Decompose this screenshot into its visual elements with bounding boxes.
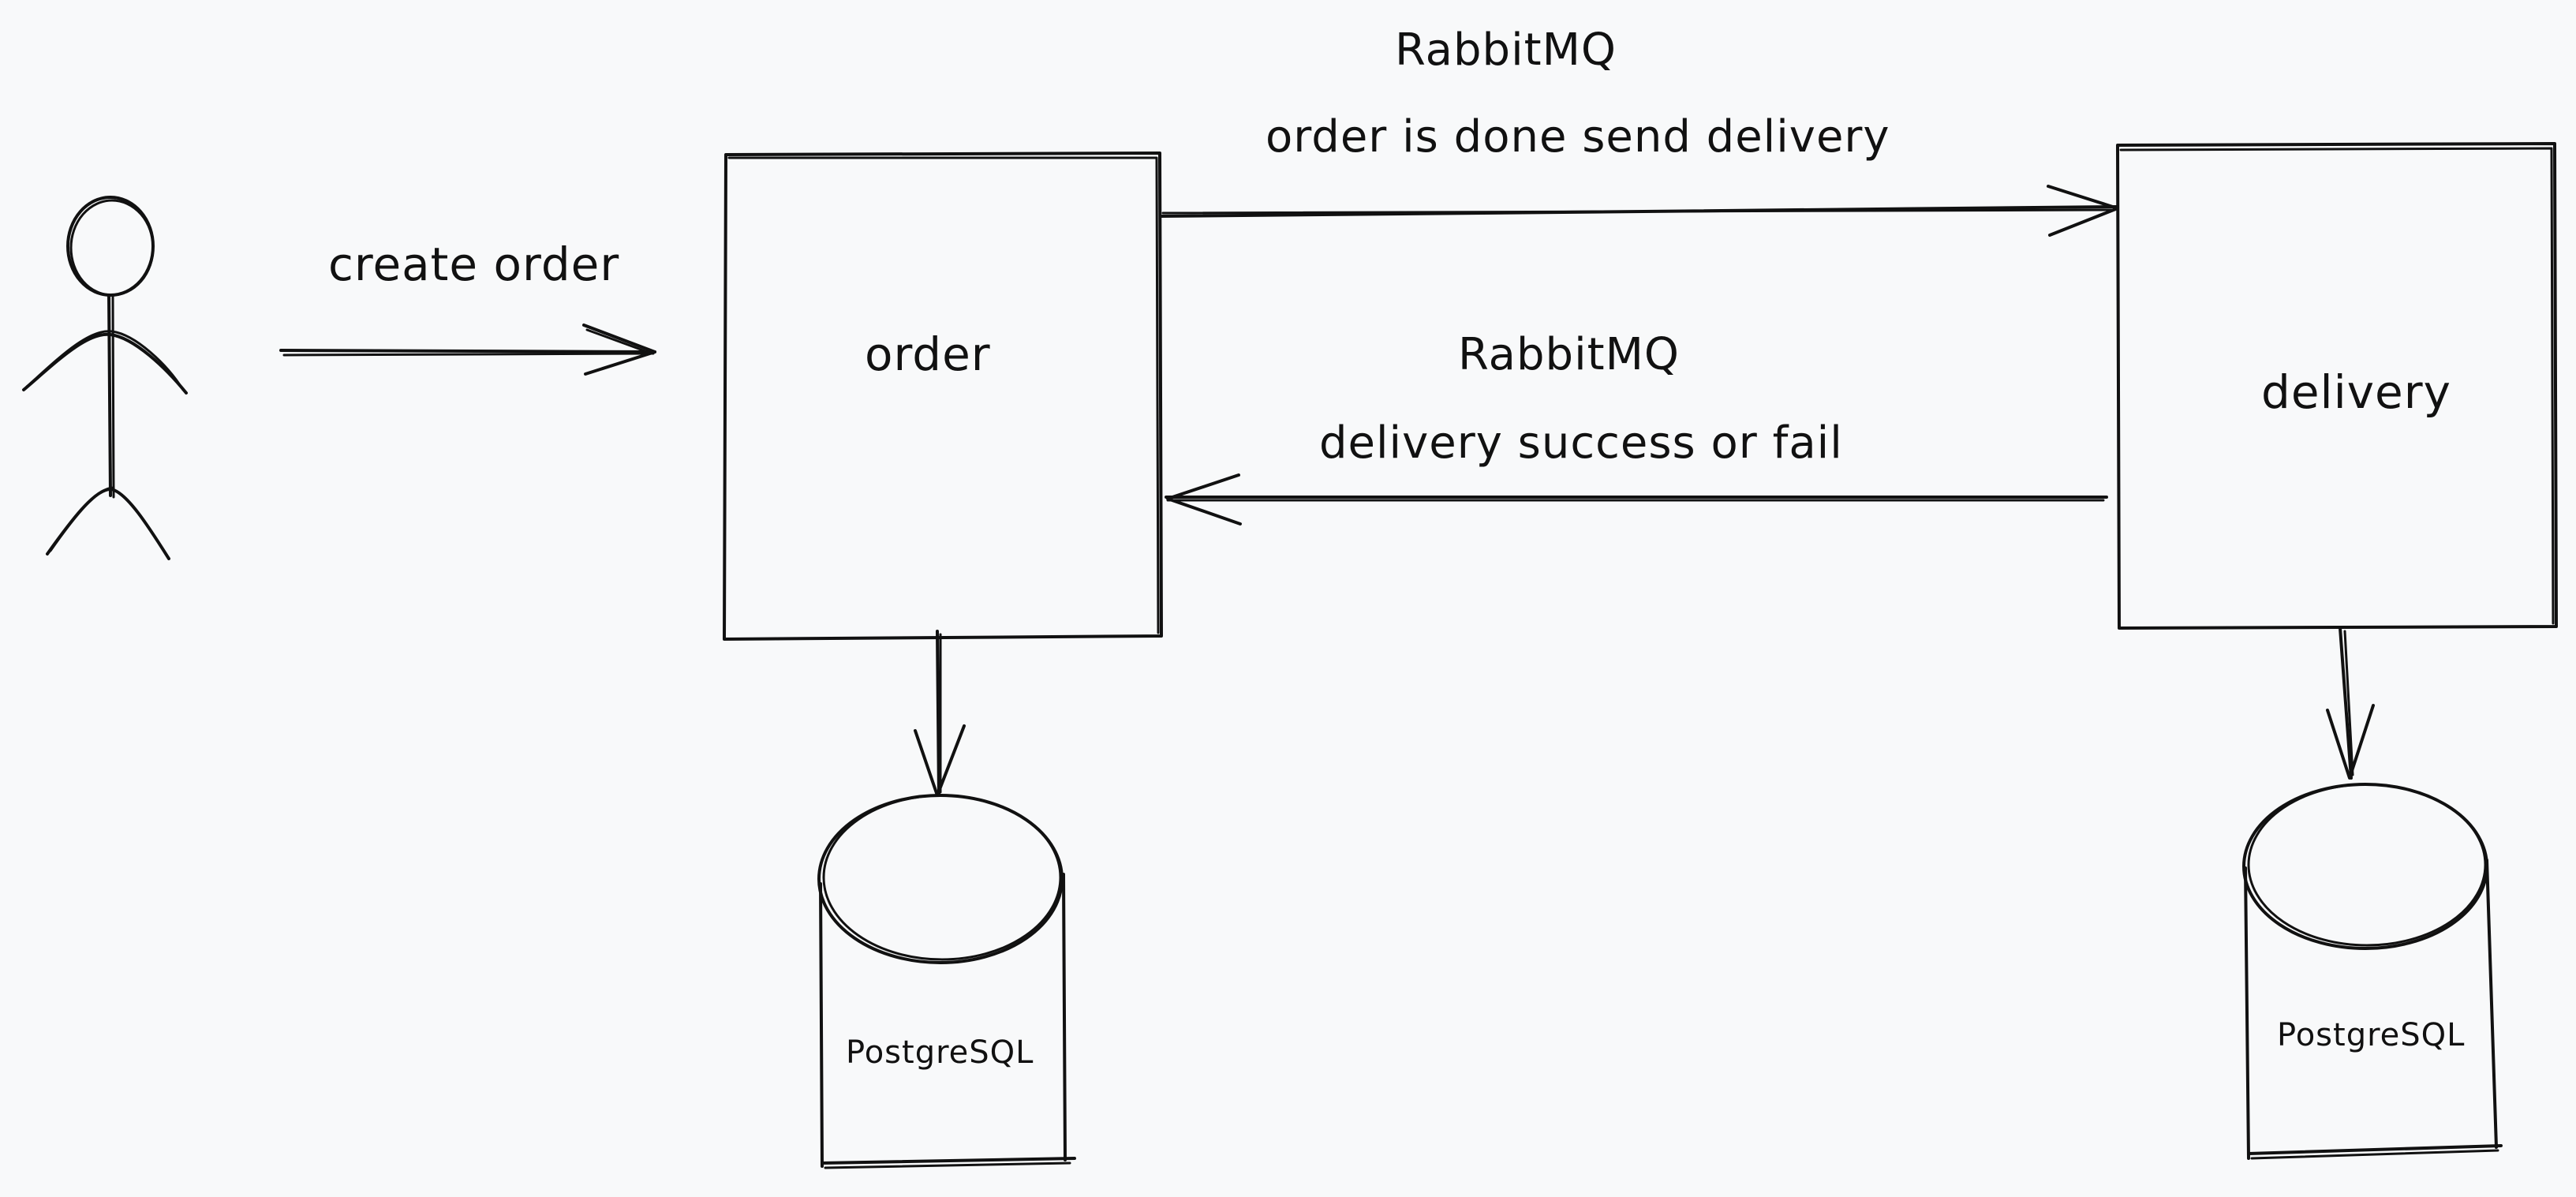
order-to-delivery-channel-label: RabbitMQ [1395,24,1617,76]
create-order-label: create order [328,238,620,291]
delivery-service-box[interactable] [2116,142,2558,630]
delivery-to-order-arrow[interactable] [1165,473,2108,526]
user-actor-icon[interactable] [22,196,188,560]
delivery-db-label: PostgreSQL [2277,1017,2466,1053]
order-to-delivery-arrow[interactable] [1160,185,2119,237]
delivery-to-order-channel-label: RabbitMQ [1458,329,1680,380]
delivery-to-order-message-label: delivery success or fail [1319,417,1843,469]
order-node-label: order [865,327,991,381]
create-order-arrow[interactable] [279,324,656,376]
delivery-database-icon[interactable] [2242,783,2503,1160]
order-to-delivery-message-label: order is done send delivery [1266,111,1890,163]
delivery-to-db-arrow[interactable] [2326,627,2375,780]
order-database-icon[interactable] [817,794,1076,1169]
order-db-label: PostgreSQL [846,1034,1034,1071]
order-to-db-arrow[interactable] [914,630,966,797]
order-service-box[interactable] [723,151,1163,641]
delivery-node-label: delivery [2261,365,2451,419]
